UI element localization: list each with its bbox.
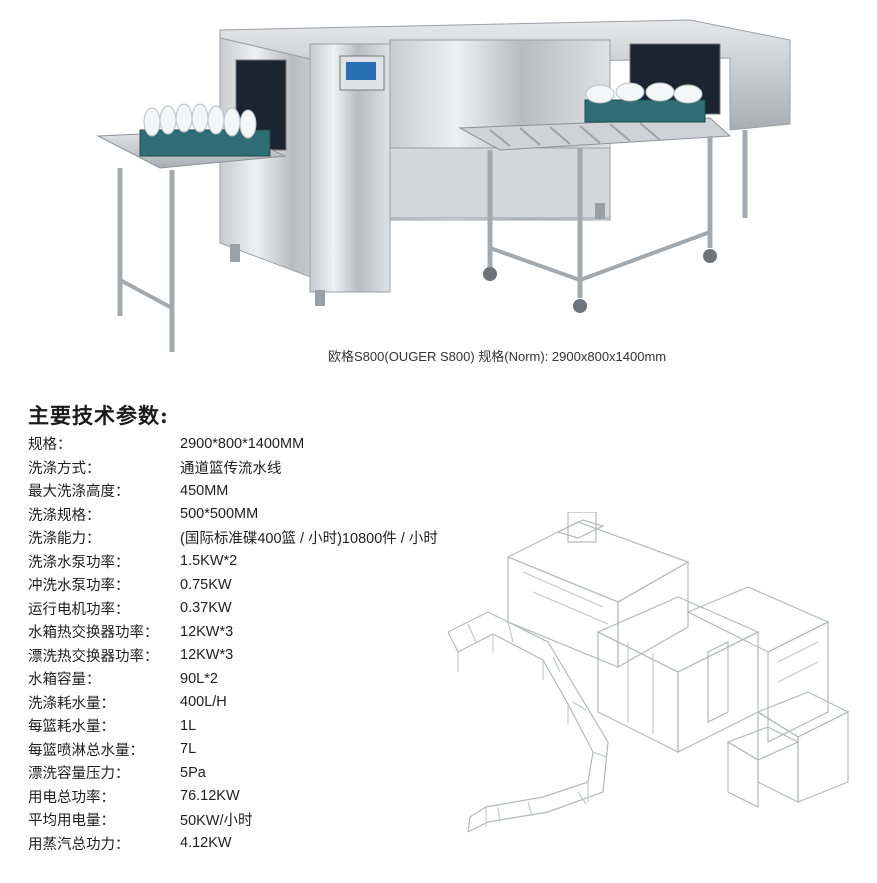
spec-value: 0.75KW: [180, 576, 232, 593]
spec-value: 450MM: [180, 482, 229, 499]
spec-value: 76.12KW: [180, 788, 240, 805]
layout-line-drawing: [447, 512, 850, 833]
spec-value: 5Pa: [180, 764, 206, 781]
spec-label: 水箱热交换器功率：: [28, 625, 159, 642]
spec-row: 平均用电量： 50KW/小时: [28, 808, 438, 832]
spec-value: 0.37KW: [180, 600, 232, 617]
spec-row: 冲洗水泵功率： 0.75KW: [28, 573, 438, 597]
spec-value: 7L: [180, 741, 197, 758]
spec-value: 12KW*3: [180, 647, 234, 664]
spec-title: 主要技术参数:: [28, 403, 169, 428]
spec-row: 最大洗涤高度： 450MM: [28, 479, 438, 503]
spec-value: 1.5KW*2: [180, 553, 238, 570]
spec-label: 用蒸汽总功力：: [28, 836, 130, 853]
spec-value: 1L: [180, 717, 197, 734]
spec-label: 漂洗热交换器功率：: [28, 648, 159, 665]
spec-label: 最大洗涤高度：: [28, 484, 130, 501]
spec-value: 50KW/小时: [180, 813, 253, 830]
spec-label: 用电总功率：: [28, 789, 115, 806]
spec-value: 90L*2: [180, 670, 218, 687]
spec-value: 12KW*3: [180, 623, 234, 640]
spec-label: 洗涤规格：: [28, 507, 101, 524]
spec-value: (国际标准碟400篮 / 小时)10800件 / 小时: [180, 531, 438, 548]
spec-value: 4.12KW: [180, 835, 232, 852]
spec-label: 水箱容量：: [28, 672, 101, 689]
spec-label: 洗涤能力：: [28, 531, 101, 548]
spec-label: 洗涤耗水量：: [28, 695, 115, 712]
spec-value: 2900*800*1400MM: [180, 435, 305, 452]
spec-label: 漂洗容量压力：: [28, 766, 130, 783]
spec-row: 洗涤耗水量： 400L/H: [28, 691, 438, 715]
spec-row: 用蒸汽总功力： 4.12KW: [28, 832, 438, 856]
spec-label: 每篮耗水量：: [28, 719, 115, 736]
spec-row: 规格： 2900*800*1400MM: [28, 432, 438, 456]
spec-row: 用电总功率： 76.12KW: [28, 785, 438, 809]
spec-label: 冲洗水泵功率：: [28, 578, 130, 595]
spec-label: 运行电机功率：: [28, 601, 130, 618]
spec-label: 洗涤水泵功率：: [28, 554, 130, 571]
spec-label: 每篮喷淋总水量：: [28, 742, 144, 759]
spec-row: 漂洗热交换器功率： 12KW*3: [28, 644, 438, 668]
spec-value: 通道篮传流水线: [180, 460, 282, 477]
spec-value: 400L/H: [180, 694, 227, 711]
spec-row: 每篮喷淋总水量： 7L: [28, 738, 438, 762]
product-caption: 欧格S800(OUGER S800) 规格(Norm): 2900x800x14…: [328, 349, 667, 364]
spec-row: 洗涤规格： 500*500MM: [28, 503, 438, 527]
product-photo: [96, 19, 791, 352]
spec-row: 洗涤能力： (国际标准碟400篮 / 小时)10800件 / 小时: [28, 526, 438, 550]
spec-row: 运行电机功率： 0.37KW: [28, 597, 438, 621]
spec-row: 水箱容量： 90L*2: [28, 667, 438, 691]
spec-row: 洗涤水泵功率： 1.5KW*2: [28, 550, 438, 574]
spec-row: 洗涤方式： 通道篮传流水线: [28, 456, 438, 480]
spec-table: 规格： 2900*800*1400MM 洗涤方式： 通道篮传流水线 最大洗涤高度： 4…: [28, 432, 438, 855]
spec-row: 漂洗容量压力： 5Pa: [28, 761, 438, 785]
spec-label: 平均用电量：: [28, 813, 115, 830]
spec-label: 洗涤方式：: [28, 460, 101, 477]
spec-row: 每篮耗水量： 1L: [28, 714, 438, 738]
spec-label: 规格：: [28, 437, 72, 454]
spec-row: 水箱热交换器功率： 12KW*3: [28, 620, 438, 644]
spec-value: 500*500MM: [180, 506, 259, 523]
